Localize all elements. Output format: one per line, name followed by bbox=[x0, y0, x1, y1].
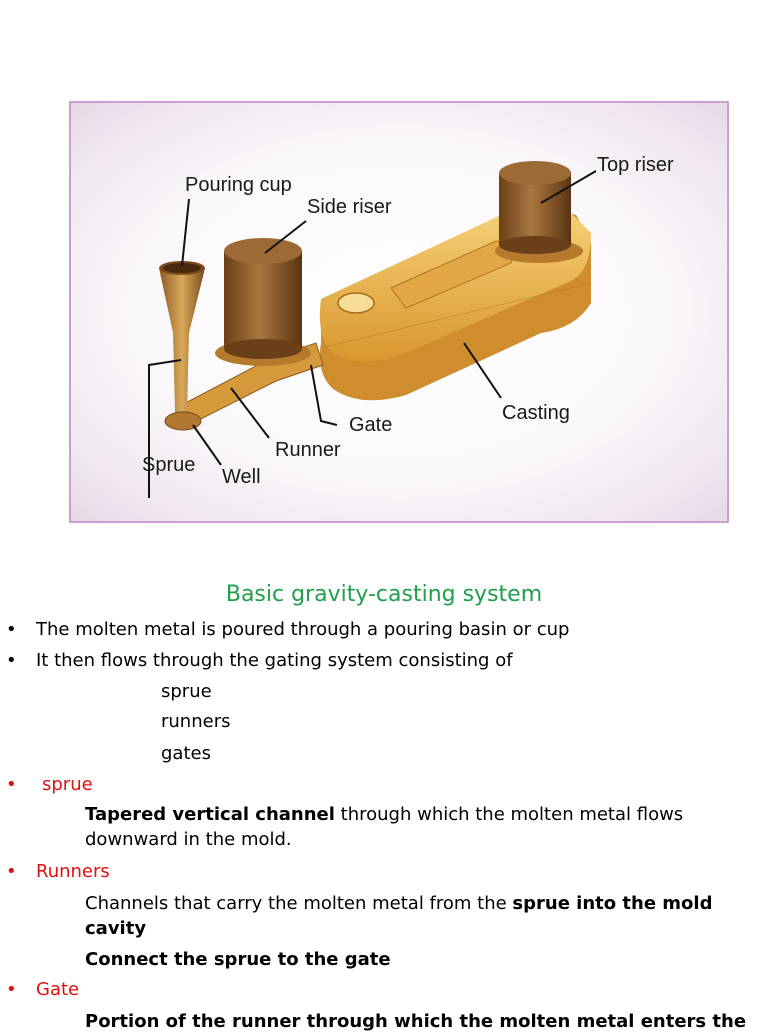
side-riser-shape bbox=[215, 238, 311, 366]
runners-bold: sprue into the mold bbox=[512, 893, 713, 914]
bullet-dot: • bbox=[6, 774, 17, 795]
runners-bold-3: Connect the sprue to the gate bbox=[85, 949, 391, 970]
sub-item: gates bbox=[161, 743, 211, 764]
sprue-definition-line2: downward in the mold. bbox=[85, 829, 292, 850]
sprue-heading: sprue bbox=[42, 774, 93, 795]
label-top-riser: Top riser bbox=[597, 154, 674, 176]
sprue-rest: through which the molten metal flows bbox=[334, 804, 684, 825]
casting-diagram: Pouring cup Side riser Top riser Sprue W… bbox=[142, 154, 674, 498]
gate-heading: Gate bbox=[36, 979, 80, 1000]
bullet-text: It then flows through the gating system … bbox=[36, 650, 513, 671]
sprue-shape bbox=[159, 261, 205, 431]
runners-definition-line2: cavity bbox=[85, 917, 146, 941]
casting-figure: Pouring cup Side riser Top riser Sprue W… bbox=[69, 101, 729, 523]
bullet-dot: • bbox=[6, 979, 17, 1000]
top-riser-shape bbox=[495, 161, 583, 263]
label-sprue: Sprue bbox=[142, 454, 195, 476]
label-well: Well bbox=[222, 466, 261, 488]
label-side-riser: Side riser bbox=[307, 196, 392, 218]
bullet-dot: • bbox=[6, 650, 17, 671]
sub-item: sprue bbox=[161, 681, 212, 702]
label-runner: Runner bbox=[275, 439, 341, 461]
gate-bold: Portion of the runner through which the … bbox=[85, 1011, 747, 1032]
bullet-dot: • bbox=[6, 861, 17, 882]
runners-heading: Runners bbox=[36, 861, 110, 882]
leader-lines bbox=[148, 170, 597, 498]
runners-connect: Connect the sprue to the gate bbox=[85, 948, 391, 972]
label-pouring-cup: Pouring cup bbox=[185, 174, 292, 196]
bullet-dot: • bbox=[6, 619, 17, 640]
figure-caption: Basic gravity-casting system bbox=[225, 582, 543, 607]
runners-definition: Channels that carry the molten metal fro… bbox=[85, 892, 712, 916]
runners-text: Channels that carry the molten metal fro… bbox=[85, 893, 513, 914]
label-casting: Casting bbox=[502, 402, 570, 424]
sprue-bold: Tapered vertical channel bbox=[85, 804, 335, 825]
gate-definition: Portion of the runner through which the … bbox=[85, 1010, 746, 1034]
sprue-definition: Tapered vertical channel through which t… bbox=[85, 803, 683, 827]
runners-bold-2: cavity bbox=[85, 918, 147, 939]
label-gate: Gate bbox=[349, 414, 392, 436]
bullet-text: The molten metal is poured through a pou… bbox=[36, 619, 570, 640]
sub-item: runners bbox=[161, 711, 231, 732]
